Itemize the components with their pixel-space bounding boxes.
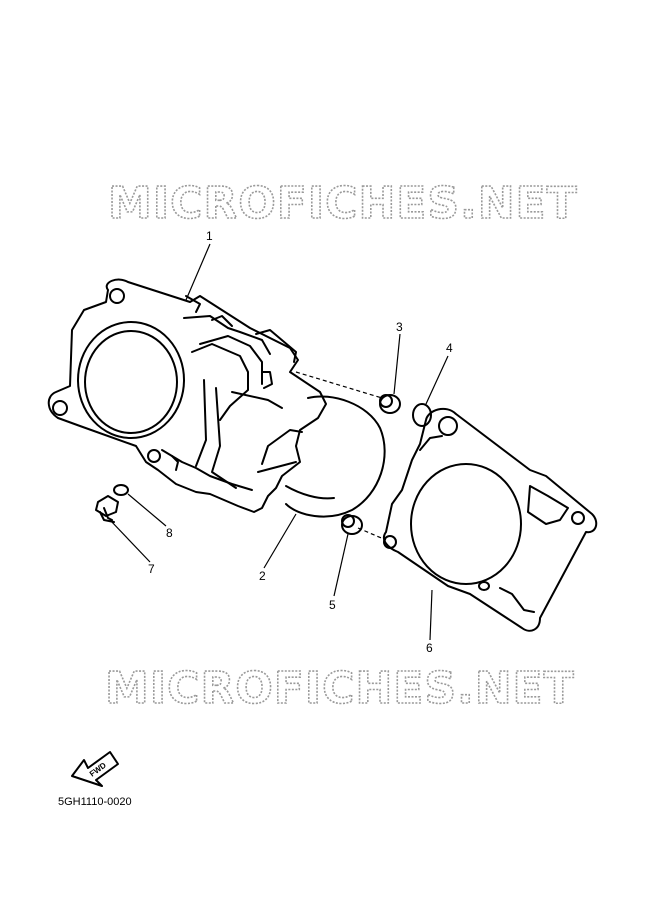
- dowel-pin-upper[interactable]: [379, 394, 401, 414]
- callout-7[interactable]: 7: [148, 562, 155, 576]
- forward-label: FWD: [88, 760, 108, 778]
- callout-4[interactable]: 4: [446, 341, 453, 355]
- leader-line-7: [109, 519, 151, 563]
- callout-3[interactable]: 3: [396, 320, 403, 334]
- bolt[interactable]: [95, 495, 119, 523]
- callout-2[interactable]: 2: [259, 569, 266, 583]
- leader-line-6: [429, 589, 433, 641]
- leader-line-4: [425, 355, 449, 405]
- leader-line-5: [333, 533, 349, 597]
- leader-line-3: [393, 333, 401, 395]
- watermark-bottom: MICROFICHES.NET: [105, 663, 575, 714]
- callout-1[interactable]: 1: [206, 229, 213, 243]
- leader-line-8: [127, 493, 167, 527]
- leader-line-1: [185, 243, 211, 301]
- forward-arrow-icon: FWD: [71, 751, 119, 787]
- o-ring[interactable]: [412, 403, 432, 427]
- cylinder-gasket-outline[interactable]: [285, 395, 386, 518]
- alignment-line-upper: [295, 371, 383, 399]
- callout-6[interactable]: 6: [426, 641, 433, 655]
- diagram-code: 5GH1110-0020: [58, 796, 132, 808]
- leader-line-2: [263, 513, 297, 569]
- watermark-top: MICROFICHES.NET: [108, 178, 578, 229]
- callout-8[interactable]: 8: [166, 526, 173, 540]
- cylinder-gasket[interactable]: [382, 407, 598, 632]
- alignment-line-lower: [357, 527, 387, 541]
- dowel-pin-lower[interactable]: [341, 514, 363, 535]
- callout-5[interactable]: 5: [329, 598, 336, 612]
- cylinder-block[interactable]: [47, 278, 327, 513]
- washer[interactable]: [113, 484, 129, 496]
